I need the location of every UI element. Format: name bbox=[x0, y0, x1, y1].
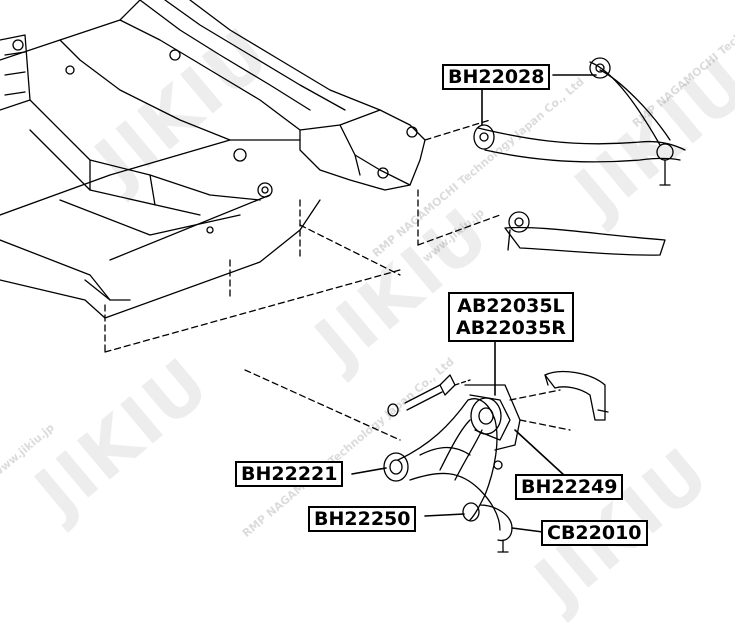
upper-control-arm bbox=[473, 57, 686, 186]
part-label-cb22010: CB22010 bbox=[541, 520, 648, 546]
part-label-bh22028: BH22028 bbox=[442, 64, 551, 90]
part-label-bh22250: BH22250 bbox=[308, 506, 417, 532]
part-label-ab22035: AB22035L AB22035R bbox=[448, 292, 574, 342]
subframe bbox=[0, 0, 501, 353]
callout-leaders bbox=[351, 74, 597, 533]
lower-control-arm bbox=[244, 369, 609, 553]
part-label-ab22035l: AB22035L bbox=[457, 295, 565, 317]
diagram-drawing bbox=[0, 0, 686, 553]
part-label-ab22035r: AB22035R bbox=[456, 317, 566, 339]
part-label-bh22249: BH22249 bbox=[515, 474, 624, 500]
tension-rod bbox=[504, 211, 666, 256]
part-label-bh22221: BH22221 bbox=[235, 461, 344, 487]
